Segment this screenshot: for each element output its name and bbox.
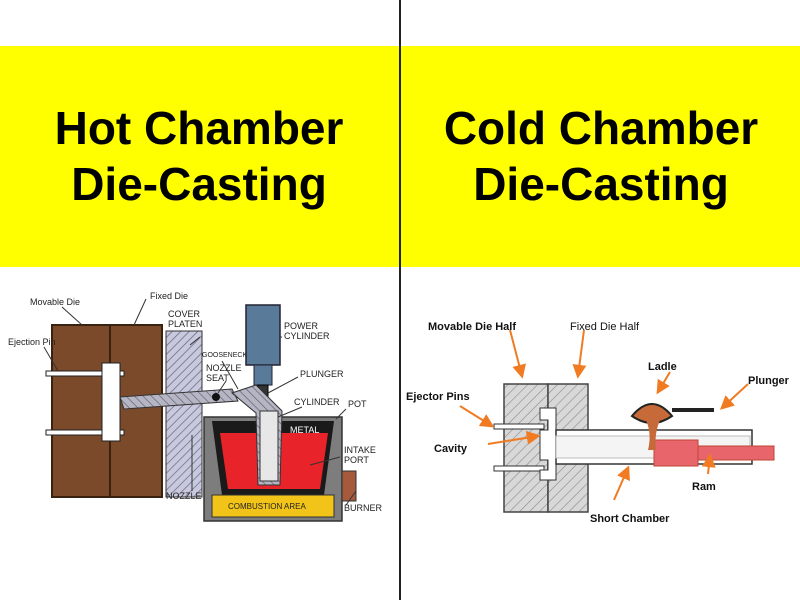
combustion-area — [211, 494, 335, 518]
label-plunger: PLUNGER — [300, 369, 344, 379]
label-nozzle-seat-1: NOZZLE — [206, 363, 242, 373]
hot-chamber-svg: Movable Die Fixed Die Ejection Pin COVER… — [8, 291, 383, 522]
label-power-2: CYLINDER — [284, 331, 330, 341]
cold-chamber-svg: Movable Die Half Fixed Die Half Ladle Pl… — [406, 321, 790, 525]
plunger-tip — [653, 439, 699, 467]
label-cylinder: CYLINDER — [294, 397, 340, 407]
burner — [341, 470, 357, 502]
leader-lines — [43, 298, 357, 506]
hot-chamber-diagram: Movable Die Fixed Die Ejection Pin COVER… — [6, 285, 386, 535]
cold-chamber-diagram: Movable Die Half Fixed Die Half Ladle Pl… — [404, 300, 800, 540]
cold-chamber-title-line2: Die-Casting — [473, 158, 729, 210]
label-pot: POT — [348, 399, 367, 409]
label-fixed-die: Fixed Die — [150, 291, 188, 301]
label-ejection-pin: Ejection Pin — [8, 337, 56, 347]
power-cylinder — [245, 304, 281, 366]
nozzle-seat — [212, 393, 220, 401]
label-gooseneck: GOOSENECK — [202, 352, 247, 359]
molten-pour — [646, 420, 660, 450]
ladle — [630, 403, 674, 424]
hot-chamber-title: Hot Chamber Die-Casting — [0, 100, 398, 212]
cover-platen — [165, 330, 203, 498]
ejection-pin-top — [45, 370, 125, 377]
label-short-chamber: Short Chamber — [590, 513, 670, 525]
center-divider — [399, 0, 401, 600]
cold-chamber-title-line1: Cold Chamber — [443, 102, 759, 154]
ejector-pin-top — [493, 423, 545, 430]
hot-chamber-title-line2: Die-Casting — [71, 158, 327, 210]
label-nozzle-seat-2: SEAT — [206, 373, 229, 383]
cold-chamber-title: Cold Chamber Die-Casting — [402, 100, 800, 212]
label-ladle: Ladle — [648, 361, 677, 373]
label-movable-die: Movable Die — [30, 297, 80, 307]
movable-die — [51, 324, 111, 498]
label-fixed-die-half: Fixed Die Half — [570, 321, 640, 333]
label-cavity: Cavity — [434, 443, 468, 455]
ram — [697, 445, 775, 461]
label-combustion: COMBUSTION AREA — [228, 502, 306, 511]
label-nozzle: NOZZLE — [166, 491, 202, 501]
ejection-pin-bottom — [45, 429, 125, 436]
nozzle-channel — [119, 388, 239, 410]
label-ejector-pins: Ejector Pins — [406, 391, 470, 403]
label-burner: BURNER — [344, 503, 383, 513]
label-plunger-right: Plunger — [748, 375, 790, 387]
hot-chamber-title-line1: Hot Chamber — [54, 102, 344, 154]
label-power-1: POWER — [284, 321, 319, 331]
label-ram: Ram — [692, 481, 716, 493]
label-intake-1: INTAKE — [344, 445, 376, 455]
cylinder — [259, 410, 279, 482]
label-intake-2: PORT — [344, 455, 369, 465]
ejector-pin-bottom — [493, 465, 545, 472]
label-movable-die-half: Movable Die Half — [428, 321, 516, 333]
label-cover-2: PLATEN — [168, 319, 202, 329]
cavity — [539, 407, 557, 481]
label-metal: METAL — [290, 425, 319, 435]
label-cover-1: COVER — [168, 309, 201, 319]
callout-arrows — [459, 329, 749, 501]
